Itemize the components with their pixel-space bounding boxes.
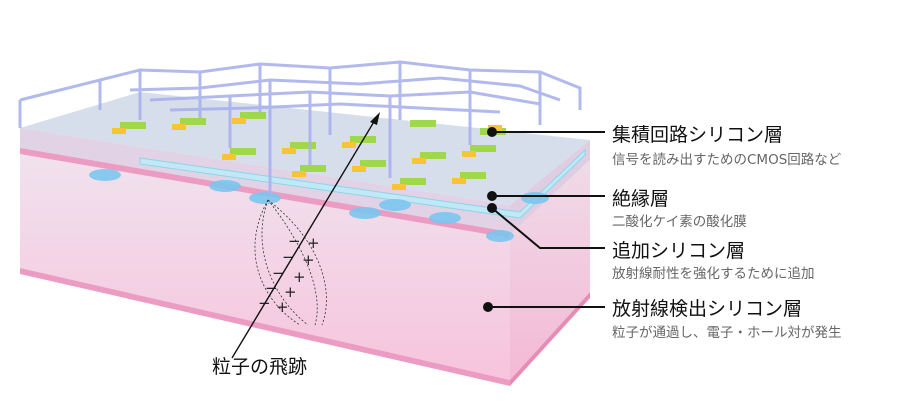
particle-track-label: 粒子の飛跡 (212, 356, 308, 378)
label-additional-layer-desc: 放射線耐性を強化するために追加 (612, 266, 815, 282)
additional-silicon-wells (89, 169, 549, 242)
minus-sign: − (288, 232, 301, 250)
detection-silicon-layer (20, 150, 590, 386)
particle-track-arrow (231, 112, 380, 359)
label-circuit-layer-desc: 信号を読み出すためのCMOS回路など (612, 152, 842, 168)
minus-sign: − (265, 279, 278, 297)
plus-sign: + (302, 251, 315, 269)
metal-wiring (18, 60, 582, 195)
label-circuit-layer-title: 集積回路シリコン層 (612, 124, 784, 146)
plus-sign: + (284, 283, 297, 301)
plus-sign: + (293, 268, 306, 286)
label-detection-layer-title: 放射線検出シリコン層 (612, 298, 803, 320)
plus-sign: + (276, 298, 289, 316)
minus-sign: − (272, 264, 285, 282)
cmos-circuits (112, 112, 506, 190)
drift-field-lines (254, 199, 327, 326)
insulating-oxide-layer (139, 148, 586, 219)
label-leaders (483, 127, 605, 312)
label-insulator-title: 絶縁層 (612, 188, 670, 210)
plus-sign: + (307, 234, 320, 252)
label-insulator-desc: 二酸化ケイ素の酸化膜 (612, 214, 747, 230)
label-detection-layer-desc: 粒子が通過し、電子・ホール対が発生 (612, 325, 842, 341)
minus-sign: − (282, 248, 295, 266)
label-additional-layer-title: 追加シリコン層 (612, 240, 746, 262)
